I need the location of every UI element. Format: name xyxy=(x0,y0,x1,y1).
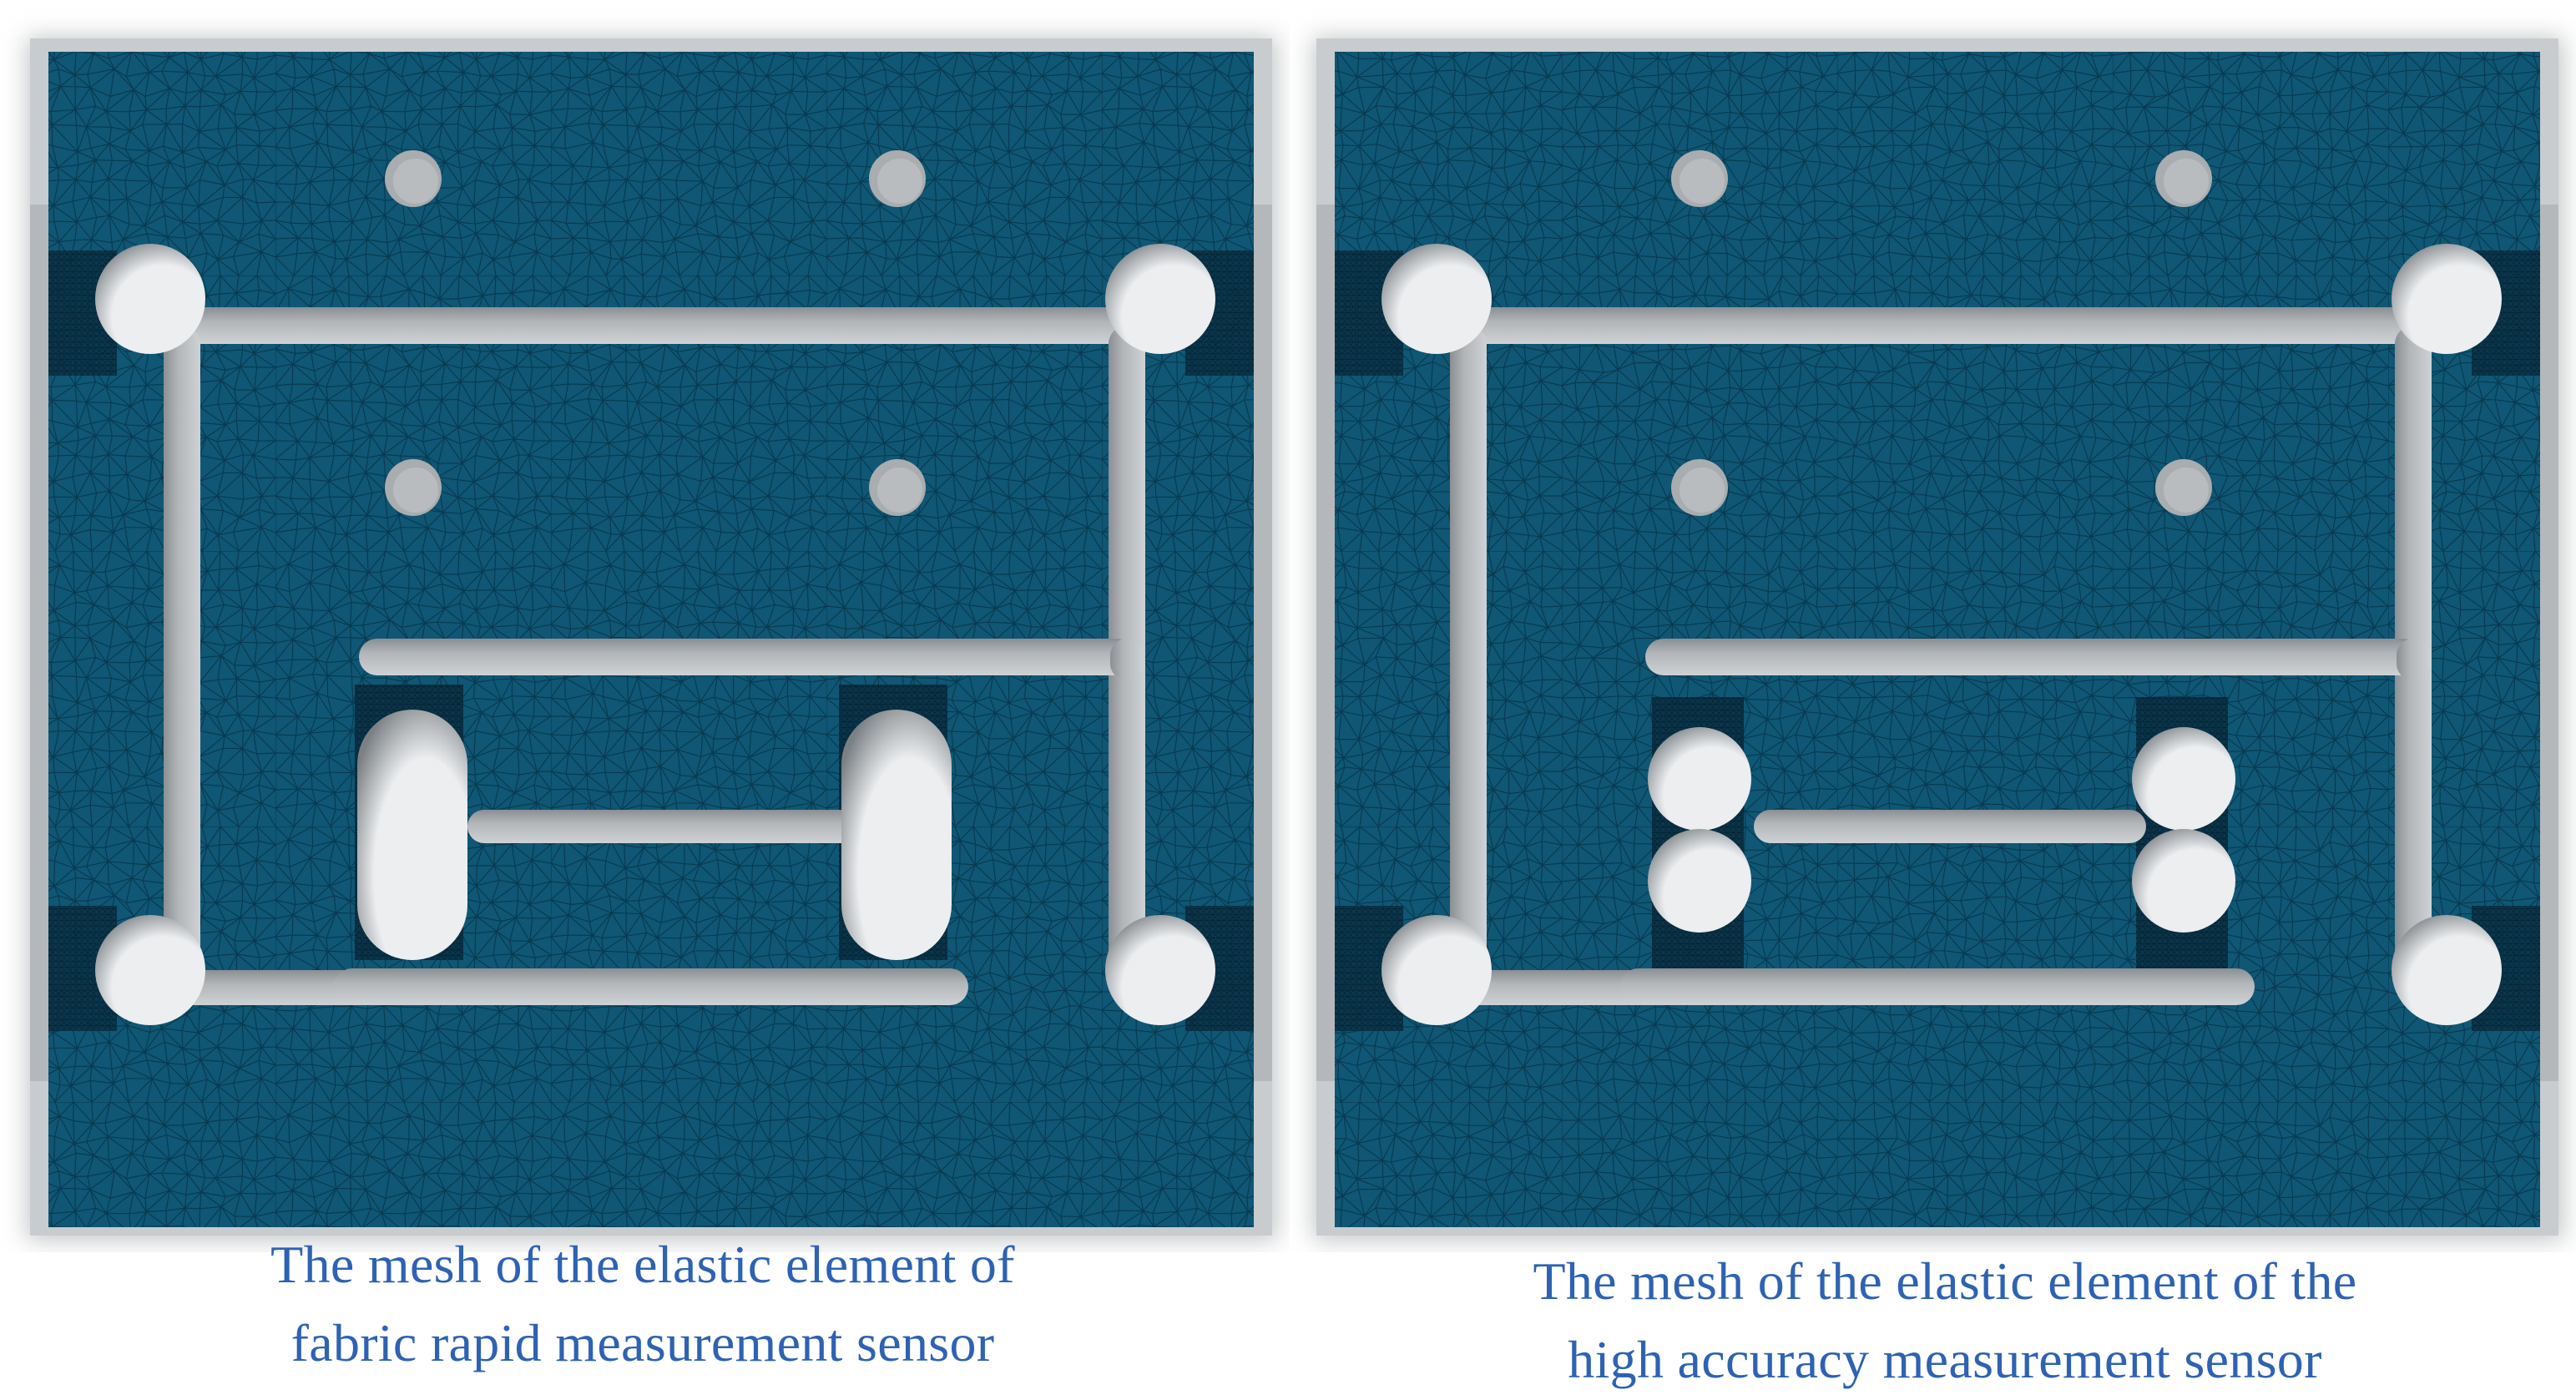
stadium-hinge-hole xyxy=(841,710,952,960)
double-circle-hinge-hole xyxy=(2132,727,2235,831)
double-circle-hinge-hole xyxy=(1648,727,1751,831)
slot-horizontal xyxy=(1428,307,2447,344)
slot-vertical xyxy=(1110,639,1144,680)
caption-line: high accuracy measurement sensor xyxy=(1568,1330,2322,1389)
caption-line: The mesh of the elastic element of xyxy=(270,1235,1015,1294)
panel-fabric-rapid-mesh xyxy=(27,37,1277,1241)
corner-hinge-hole xyxy=(2392,244,2502,354)
caption-high-accuracy: The mesh of the elastic element of the h… xyxy=(1336,1242,2554,1399)
mounting-hole-inner xyxy=(1679,159,1725,204)
frame-notch xyxy=(1316,205,1335,1081)
panel-high-accuracy-mesh xyxy=(1313,37,2563,1241)
corner-hinge-hole xyxy=(95,244,205,354)
mounting-hole-inner xyxy=(2164,159,2209,204)
stadium-hinge-hole xyxy=(357,710,467,960)
corner-hinge-hole xyxy=(1381,244,1492,354)
double-circle-hinge-hole xyxy=(2132,829,2235,932)
mounting-holes xyxy=(385,150,926,516)
corner-hinge-hole xyxy=(1105,244,1215,354)
slot-horizontal xyxy=(359,639,1135,675)
frame-notch xyxy=(2540,205,2558,1081)
mounting-holes xyxy=(1671,150,2212,516)
slot-horizontal xyxy=(467,810,860,843)
slots xyxy=(1381,244,2502,1025)
slot-vertical xyxy=(164,326,200,985)
mounting-hole-inner xyxy=(2164,468,2209,513)
corner-hinge-hole xyxy=(1105,915,1215,1025)
caption-line: The mesh of the elastic element of the xyxy=(1533,1251,2357,1311)
double-circle-hinge-hole xyxy=(1648,829,1751,932)
slot-horizontal xyxy=(1645,639,2422,675)
slot-horizontal xyxy=(1620,968,2255,1005)
caption-line: fabric rapid measurement sensor xyxy=(290,1313,995,1372)
corner-hinge-hole xyxy=(1381,915,1492,1025)
slots xyxy=(95,244,1215,1025)
mounting-hole-inner xyxy=(393,159,438,204)
slot-horizontal xyxy=(334,968,968,1005)
corner-hinge-hole xyxy=(2392,915,2502,1025)
mounting-hole-inner xyxy=(877,468,922,513)
slot-horizontal xyxy=(1754,810,2146,843)
mounting-hole-inner xyxy=(877,159,922,204)
frame-notch xyxy=(1254,205,1272,1081)
slot-vertical xyxy=(1450,326,1487,985)
slot-horizontal xyxy=(142,307,1160,344)
corner-hinge-hole xyxy=(95,915,205,1025)
mounting-hole-inner xyxy=(1679,468,1725,513)
slot-vertical xyxy=(2397,639,2430,680)
frame-notch xyxy=(30,205,48,1081)
caption-fabric-rapid: The mesh of the elastic element of fabri… xyxy=(33,1226,1252,1382)
mounting-hole-inner xyxy=(393,468,438,513)
